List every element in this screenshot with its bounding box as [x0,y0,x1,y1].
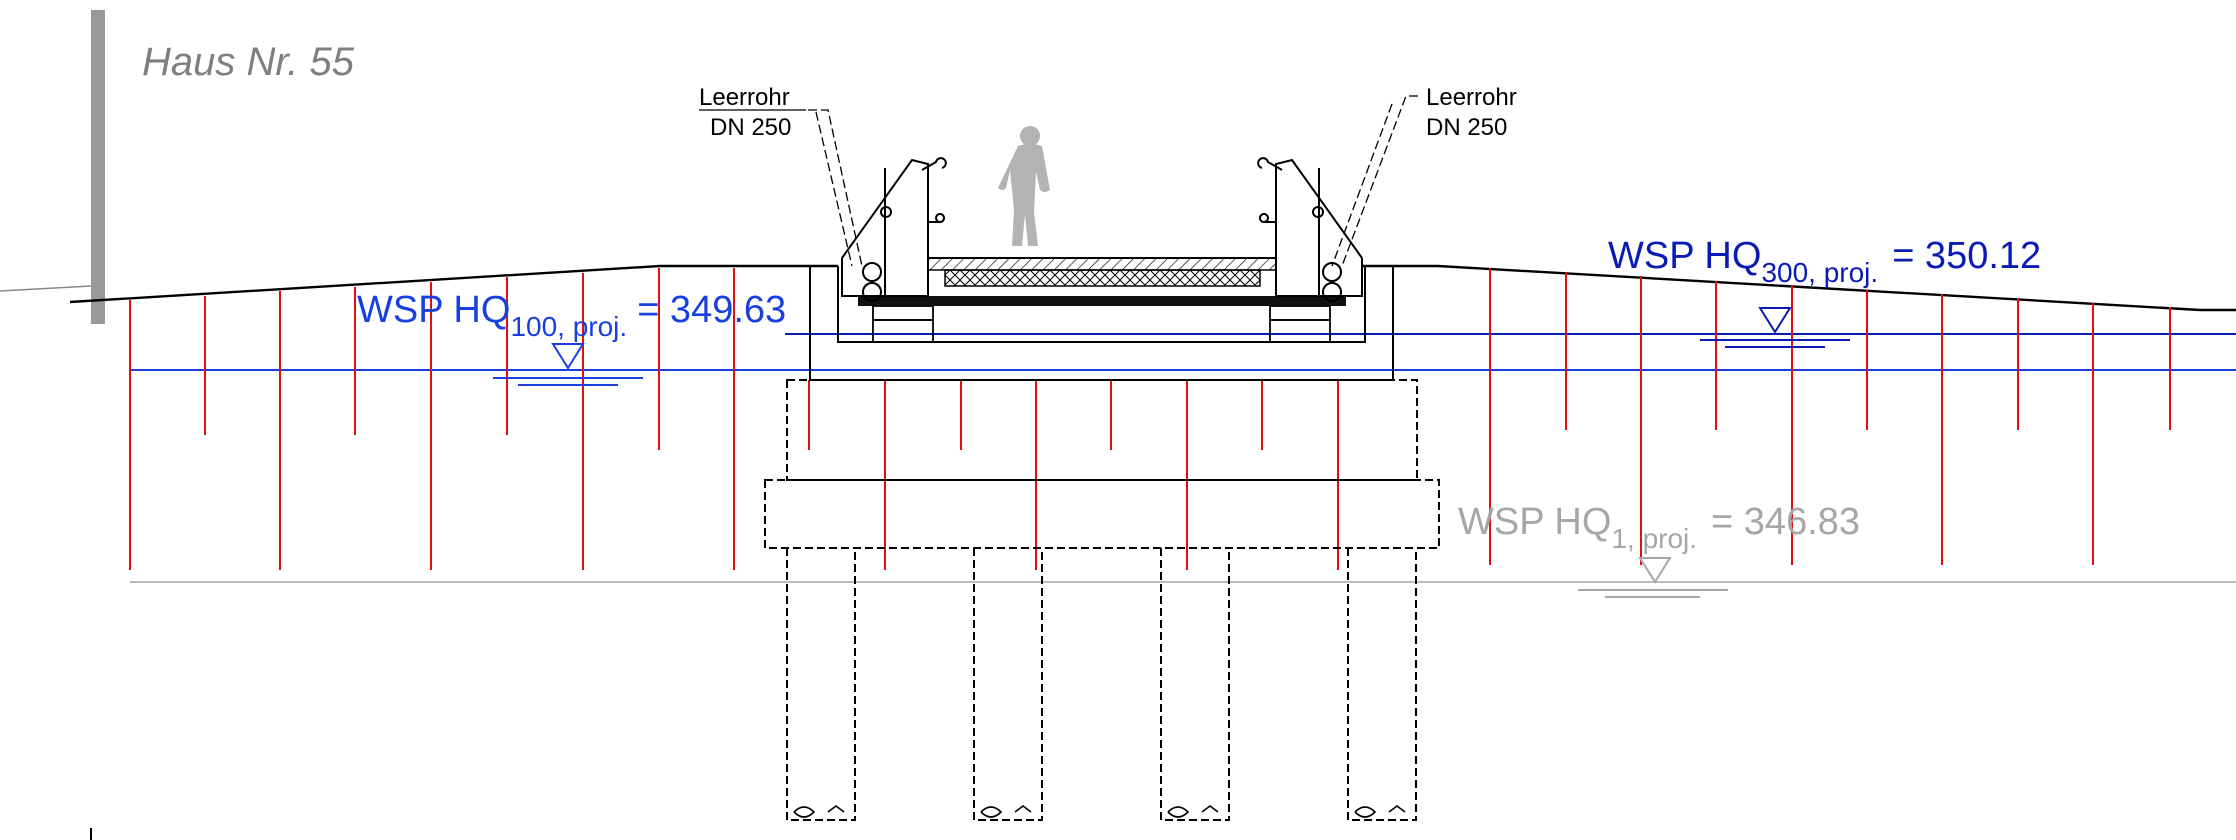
pile-cap [764,379,1440,549]
hq1-water-symbol [1578,557,1728,598]
house-ground-line [0,285,92,292]
conduit-right-line1: Leerrohr [1426,84,1517,111]
bearings [872,305,1331,343]
conduit-left-line1: Leerrohr [699,84,790,111]
conduit-left-line2: DN 250 [710,114,791,141]
conduit-right-line2: DN 250 [1426,114,1507,141]
terrain-right [1362,264,2236,312]
house-wall [91,10,105,324]
hq300-label: WSP HQ300, proj.= 350.12 [1608,235,2041,288]
hq100-label: WSP HQ100, proj.= 349.63 [357,289,786,342]
edge-beam-right [1257,157,1363,302]
hq1-label: WSP HQ1, proj.= 346.83 [1458,501,1860,554]
conduit-left-leader [808,109,863,267]
edge-beam-left [841,157,947,302]
house-label: Haus Nr. 55 [142,40,355,84]
hq300-water-symbol [1700,307,1850,348]
red-pile-lines [129,268,2171,570]
bored-piles [786,548,1417,821]
person-silhouette [998,126,1050,246]
conduit-right-leader [1331,95,1418,267]
hq100-water-symbol [493,343,643,386]
terrain-left [69,264,838,304]
pile-break-symbols [793,805,1406,818]
bridge-deck [858,257,1346,306]
